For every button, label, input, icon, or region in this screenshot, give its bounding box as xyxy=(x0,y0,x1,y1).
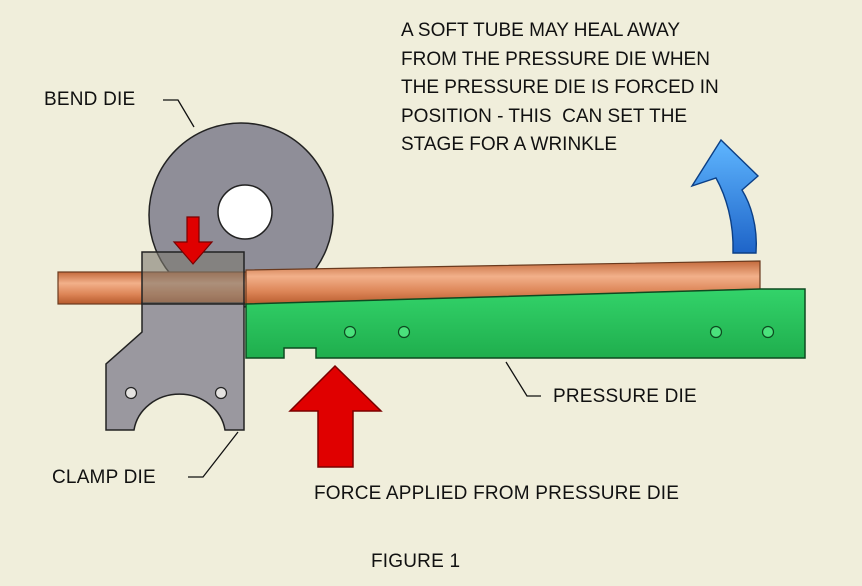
note-line: POSITION - THIS CAN SET THE xyxy=(401,105,688,127)
pressure-hole-2 xyxy=(397,325,411,339)
clamp-die-label: CLAMP DIE xyxy=(52,467,156,488)
note-line: STAGE FOR A WRINKLE xyxy=(401,134,618,155)
pressure-die-leader xyxy=(505,361,541,397)
note-line: A SOFT TUBE MAY HEAL AWAY xyxy=(401,20,681,41)
heal-away-arrow xyxy=(690,138,760,254)
pressure-hole-1 xyxy=(343,325,357,339)
bend-die-label: BEND DIE xyxy=(44,89,136,110)
bend-die-leader xyxy=(163,99,195,128)
pressure-hole-4 xyxy=(761,325,775,339)
note-line: FROM THE PRESSURE DIE WHEN xyxy=(401,48,710,70)
clamp-hole-right xyxy=(214,386,228,400)
pressure-die xyxy=(245,288,806,359)
clamp-hole-left xyxy=(124,386,138,400)
note-line: THE PRESSURE DIE IS FORCED IN xyxy=(401,77,719,98)
pressure-die-label: PRESSURE DIE xyxy=(553,386,697,407)
force-arrow xyxy=(288,364,383,468)
figure-caption: FIGURE 1 xyxy=(371,551,461,572)
clamp-die-leader xyxy=(188,431,239,478)
pressure-hole-3 xyxy=(709,325,723,339)
clamp-force-arrow xyxy=(172,216,214,265)
clamp-die xyxy=(105,302,245,431)
heal-away-note: A SOFT TUBE MAY HEAL AWAY FROM THE PRESS… xyxy=(401,17,719,160)
force-label: FORCE APPLIED FROM PRESSURE DIE xyxy=(314,483,680,504)
